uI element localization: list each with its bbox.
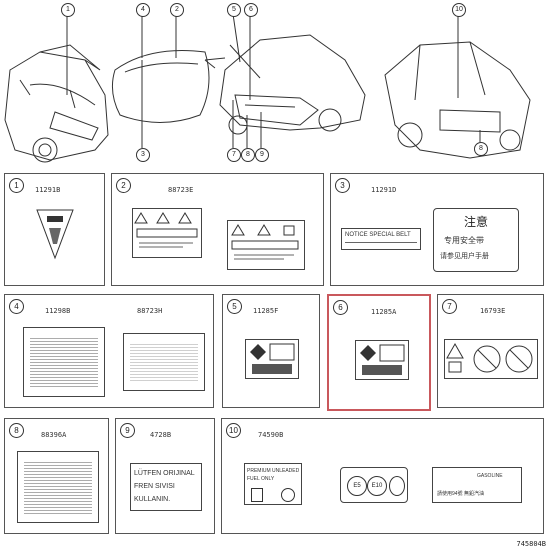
panel-1: 1 11291B <box>4 173 105 286</box>
notice-text: NOTICE SPECIAL BELT <box>345 232 411 238</box>
lutfen-line3: KULLANIN. <box>134 496 171 503</box>
text-label-left <box>23 327 105 397</box>
warning-pictogram-label <box>245 339 299 379</box>
panel-8: 8 88396A <box>4 418 109 534</box>
notice-belt-label: NOTICE SPECIAL BELT <box>341 228 421 250</box>
hazard-symbols-icon <box>231 224 299 260</box>
part-number: 11285F <box>253 307 279 315</box>
panel-number: 5 <box>227 299 242 314</box>
vehicle-illustrations: 1 4 2 3 5 6 7 8 9 10 8 <box>0 0 550 168</box>
label-text-lines <box>24 460 92 514</box>
callout-3: 3 <box>136 148 150 162</box>
engine-warning-icon <box>250 343 295 374</box>
part-number: 4728B <box>150 431 172 439</box>
vehicle-line-art <box>4 13 531 163</box>
callout-1: 1 <box>61 3 75 17</box>
panel-number: 10 <box>226 423 241 438</box>
part-number: 11291D <box>371 186 397 194</box>
part-number: 16793E <box>480 307 506 315</box>
callout-6: 6 <box>244 3 258 17</box>
callout-7: 7 <box>227 148 241 162</box>
fuel-pump-icon <box>251 488 263 502</box>
panel-4: 4 11298B 88723H <box>4 294 214 408</box>
chinese-belt-label: 注意 专用安全带 请参见用户手册 <box>433 208 519 272</box>
zh-line1-text: 专用安全带 <box>444 236 484 245</box>
prohibition-label <box>444 339 538 379</box>
part-number: 88723E <box>168 186 194 194</box>
engine-warning-icon <box>360 344 405 375</box>
prohibited-icon <box>281 488 295 502</box>
zh-fuel-text: 請使用94號 無鉛汽油 <box>437 491 484 497</box>
callout-10: 10 <box>452 3 466 17</box>
panel-number: 1 <box>9 178 24 193</box>
text-label <box>17 451 99 523</box>
panel-number: 4 <box>9 299 24 314</box>
e5-badge: E5 <box>347 476 367 496</box>
brake-fluid-label: LÜTFEN ORIJINAL FREN SIVISI KULLANIN. <box>130 463 202 511</box>
hazard-label-left <box>132 208 202 258</box>
panel-10: 10 74590B PREMIUM UNLEADED FUEL ONLY E5 … <box>221 418 544 534</box>
callout-4: 4 <box>136 3 150 17</box>
e5-e10-label: E5 E10 <box>340 467 408 503</box>
gasoline-text: GASOLINE <box>477 473 503 479</box>
e10-badge: E10 <box>367 476 387 496</box>
part-number: 88396A <box>41 431 67 439</box>
lutfen-line2: FREN SIVISI <box>134 483 175 490</box>
callout-8-rear: 8 <box>474 142 488 156</box>
premium-fuel-label: PREMIUM UNLEADED FUEL ONLY <box>244 463 302 505</box>
fuel-nozzle-icon <box>389 476 405 496</box>
callout-2: 2 <box>170 3 184 17</box>
panel-number: 3 <box>335 178 350 193</box>
label-text-lines <box>30 336 98 388</box>
warning-pictogram-label <box>355 340 409 380</box>
premium-line2: FUEL ONLY <box>247 476 275 482</box>
panel-3: 3 11291D NOTICE SPECIAL BELT 注意 专用安全带 请参… <box>330 173 544 286</box>
part-number: 11291B <box>35 186 61 194</box>
panel-7: 7 16793E <box>437 294 544 408</box>
part-number: 11285A <box>371 308 397 316</box>
panel-number: 6 <box>333 300 348 315</box>
panel-number: 2 <box>116 178 131 193</box>
premium-line1: PREMIUM UNLEADED <box>247 468 300 474</box>
zh-title-text: 注意 <box>463 215 488 229</box>
hazard-symbols-icon <box>134 212 198 248</box>
callout-5: 5 <box>227 3 241 17</box>
panel-5: 5 11285F <box>222 294 320 408</box>
panel-6: 6 11285A <box>327 294 431 411</box>
panel-number: 8 <box>9 423 24 438</box>
panel-9: 9 4728B LÜTFEN ORIJINAL FREN SIVISI KULL… <box>115 418 215 534</box>
figure-id: 745804B <box>516 540 546 548</box>
part-number: 88723H <box>137 307 163 315</box>
label-text-lines <box>130 342 198 382</box>
callout-9: 9 <box>255 148 269 162</box>
panel-number: 9 <box>120 423 135 438</box>
lutfen-line1: LÜTFEN ORIJINAL <box>134 470 195 477</box>
panel-2: 2 88723E <box>111 173 324 286</box>
prohibition-icons <box>446 342 533 373</box>
text-label-right <box>123 333 205 391</box>
warning-triangle-label-icon <box>36 209 74 260</box>
part-number: 74590B <box>258 431 284 439</box>
callout-8: 8 <box>241 148 255 162</box>
gasoline-label: GASOLINE 請使用94號 無鉛汽油 <box>432 467 522 503</box>
part-number: 11298B <box>45 307 71 315</box>
hazard-label-right <box>227 220 305 270</box>
zh-line2-text: 请参见用户手册 <box>440 253 489 260</box>
panel-number: 7 <box>442 299 457 314</box>
